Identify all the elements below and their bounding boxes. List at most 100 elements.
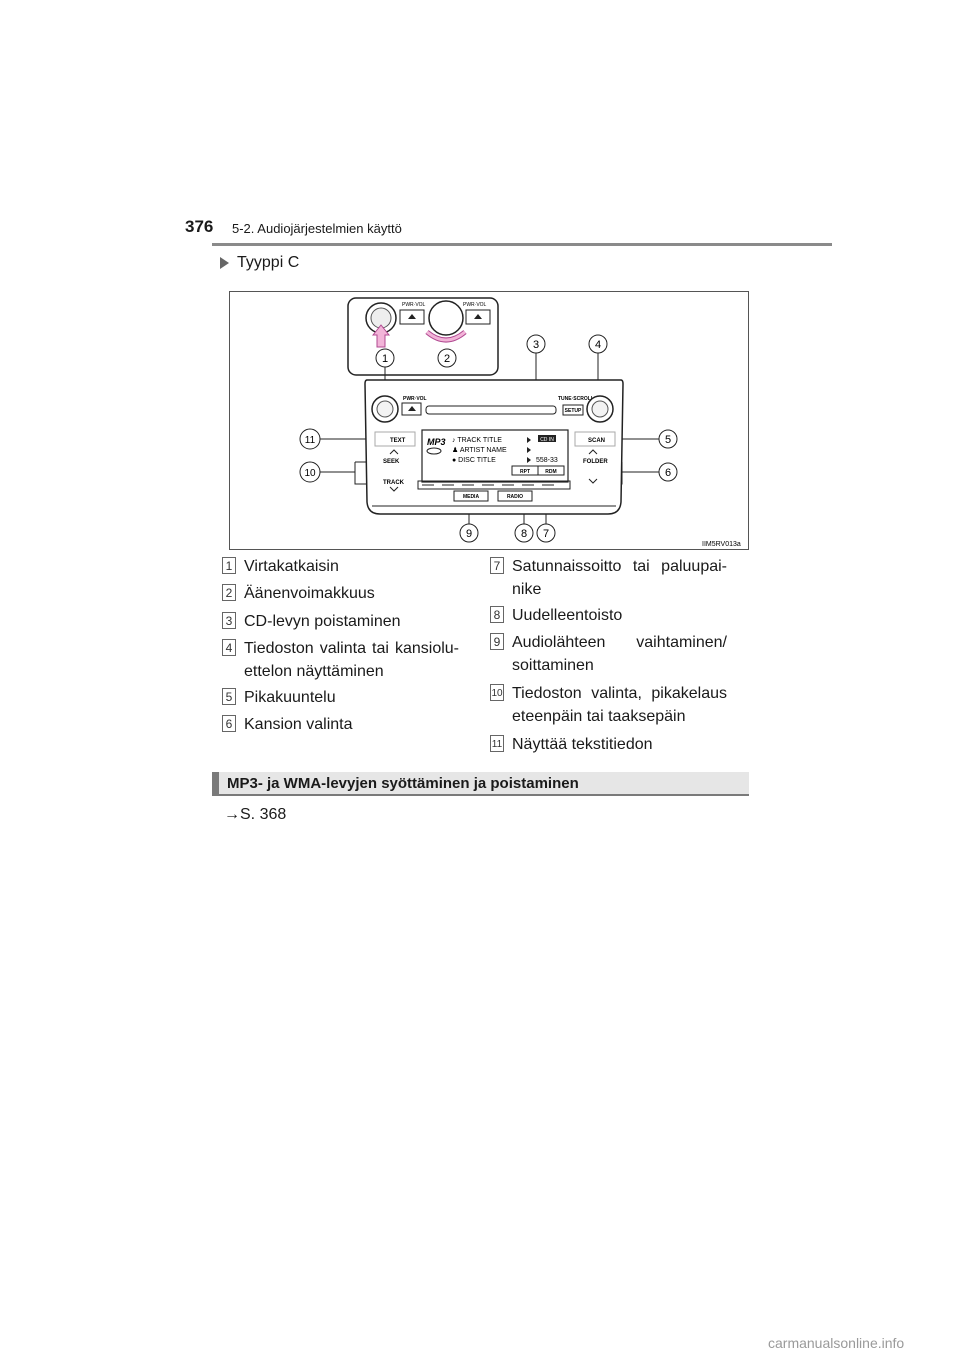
legend-number: 10 — [490, 684, 504, 701]
legend-text: Äänenvoimakkuus — [244, 585, 375, 602]
subheading: MP3- ja WMA-levyjen syöttäminen ja poist… — [212, 772, 749, 796]
svg-text:10: 10 — [304, 468, 316, 479]
svg-text:SCAN: SCAN — [588, 438, 605, 444]
legend-number: 9 — [490, 633, 504, 650]
svg-text:TRACK: TRACK — [383, 480, 405, 486]
svg-text:CD IN: CD IN — [540, 437, 554, 443]
legend-number: 8 — [490, 606, 504, 623]
seek-button[interactable]: SEEK — [383, 449, 400, 465]
legend-number: 6 — [222, 715, 236, 732]
legend-item-7: 7 Satunnaissoitto tai paluupai-nike — [490, 555, 727, 601]
legend-number: 3 — [222, 612, 236, 629]
folder-button[interactable]: FOLDER — [583, 449, 608, 484]
legend-text: CD-levyn poistaminen — [244, 613, 401, 630]
type-label-text: Tyyppi C — [237, 254, 300, 271]
label-tune-scroll: TUNE·SCROLL — [558, 396, 594, 402]
radio-button[interactable]: RADIO — [497, 490, 533, 502]
svg-text:4: 4 — [595, 339, 601, 351]
section-title: 5-2. Audiojärjestelmien käyttö — [232, 221, 402, 236]
legend-item-6: 6 Kansion valinta — [222, 713, 459, 736]
legend-number: 7 — [490, 557, 504, 574]
legend-item-8: 8 Uudelleentoisto — [490, 604, 727, 627]
svg-text:FOLDER: FOLDER — [583, 459, 608, 465]
legend-number: 2 — [222, 584, 236, 601]
callout-11: 11 — [299, 428, 321, 450]
display-artist-name: ♟ ARTIST NAME — [452, 446, 507, 454]
callout-8: 8 — [514, 523, 534, 543]
legend-text: Näyttää tekstitiedon — [512, 736, 653, 753]
svg-text:9: 9 — [466, 528, 472, 540]
callout-5: 5 — [658, 429, 678, 449]
legend-number: 11 — [490, 735, 504, 752]
legend-item-3: 3 CD-levyn poistaminen — [222, 610, 459, 633]
legend-item-9: 9 Audiolähteen vaihtaminen/ soittaminen — [490, 631, 727, 677]
svg-text:SEEK: SEEK — [383, 459, 400, 465]
cd-in-indicator — [538, 435, 556, 442]
svg-text:7: 7 — [543, 528, 549, 540]
svg-text:11: 11 — [305, 435, 316, 446]
inset-label-pwr-vol-2: PWR·VOL — [463, 302, 487, 308]
eject-button[interactable] — [401, 402, 422, 416]
legend-text: Pikakuuntelu — [244, 689, 336, 706]
callout-10: 10 — [299, 461, 321, 483]
svg-text:8: 8 — [521, 528, 527, 540]
media-button[interactable]: MEDIA — [453, 490, 489, 502]
svg-text:RDM: RDM — [545, 469, 556, 475]
legend-number: 5 — [222, 688, 236, 705]
display-disc-title: ● DISC TITLE — [452, 457, 496, 464]
display-mp3: MP3 — [427, 437, 446, 447]
tune-scroll-knob[interactable] — [586, 395, 614, 423]
legend-item-4: 4 Tiedoston valinta tai kansiolu-ettelon… — [222, 637, 459, 683]
pwr-vol-knob[interactable] — [371, 395, 399, 423]
svg-text:SETUP: SETUP — [565, 408, 582, 414]
cd-slot — [425, 405, 557, 415]
watermark: carmanualsonline.info — [768, 1335, 905, 1351]
setup-button[interactable]: SETUP — [562, 404, 584, 416]
callout-4: 4 — [588, 334, 608, 354]
legend-text: Virtakatkaisin — [244, 558, 339, 575]
header-rule — [212, 243, 832, 246]
audio-unit-diagram: PWR·VOL PWR·VOL 1 2 3 4 5 — [299, 297, 741, 548]
display-time: 558-33 — [536, 457, 558, 464]
legend-item-2: 2 Äänenvoimakkuus — [222, 582, 459, 605]
rdm-indicator — [537, 465, 565, 476]
page-number: 376 — [185, 217, 214, 236]
legend-item-1: 1 Virtakatkaisin — [222, 555, 459, 578]
audio-unit-figure: PWR·VOL PWR·VOL 1 2 3 4 5 — [229, 291, 749, 550]
figure-code: IIM5RV013a — [702, 541, 741, 548]
callout-2: 2 — [437, 348, 457, 368]
svg-text:3: 3 — [533, 339, 539, 351]
legend-number: 4 — [222, 639, 236, 656]
disc-icon — [426, 447, 442, 455]
svg-text:MEDIA: MEDIA — [463, 494, 480, 500]
callout-3: 3 — [526, 334, 546, 354]
legend-text: Uudelleentoisto — [512, 607, 623, 624]
legend-item-5: 5 Pikakuuntelu — [222, 686, 459, 709]
legend-text: Tiedoston valinta, pikakelaus eteenpäin … — [512, 685, 727, 725]
label-pwr-vol: PWR·VOL — [403, 396, 427, 402]
display-arrows — [527, 437, 531, 463]
type-label: Tyyppi C — [220, 254, 299, 272]
svg-text:1: 1 — [382, 353, 388, 365]
svg-text:RADIO: RADIO — [507, 494, 523, 500]
page-reference: →S. 368 — [224, 806, 287, 823]
legend-text: Satunnaissoitto tai paluupai-nike — [512, 558, 727, 598]
svg-text:RPT: RPT — [520, 469, 530, 475]
callout-7: 7 — [536, 523, 556, 543]
svg-text:2: 2 — [444, 353, 450, 365]
svg-text:TEXT: TEXT — [390, 438, 406, 444]
track-button[interactable]: TRACK — [383, 480, 405, 492]
inset-knob-right — [428, 300, 491, 336]
inset-knob-left — [365, 302, 425, 334]
press-arrow-icon — [371, 324, 391, 348]
scan-button[interactable]: SCAN — [574, 431, 616, 447]
legend-text: Kansion valinta — [244, 716, 353, 733]
legend-number: 1 — [222, 557, 236, 574]
inset-label-pwr-vol-1: PWR·VOL — [402, 302, 426, 308]
text-button[interactable]: TEXT — [374, 431, 416, 447]
svg-text:6: 6 — [665, 467, 671, 479]
legend-item-11: 11 Näyttää tekstitiedon — [490, 733, 727, 756]
callout-1: 1 — [375, 348, 395, 368]
triangle-bullet-icon — [220, 257, 229, 269]
legend-text: Audiolähteen vaihtaminen/ soittaminen — [512, 634, 727, 674]
